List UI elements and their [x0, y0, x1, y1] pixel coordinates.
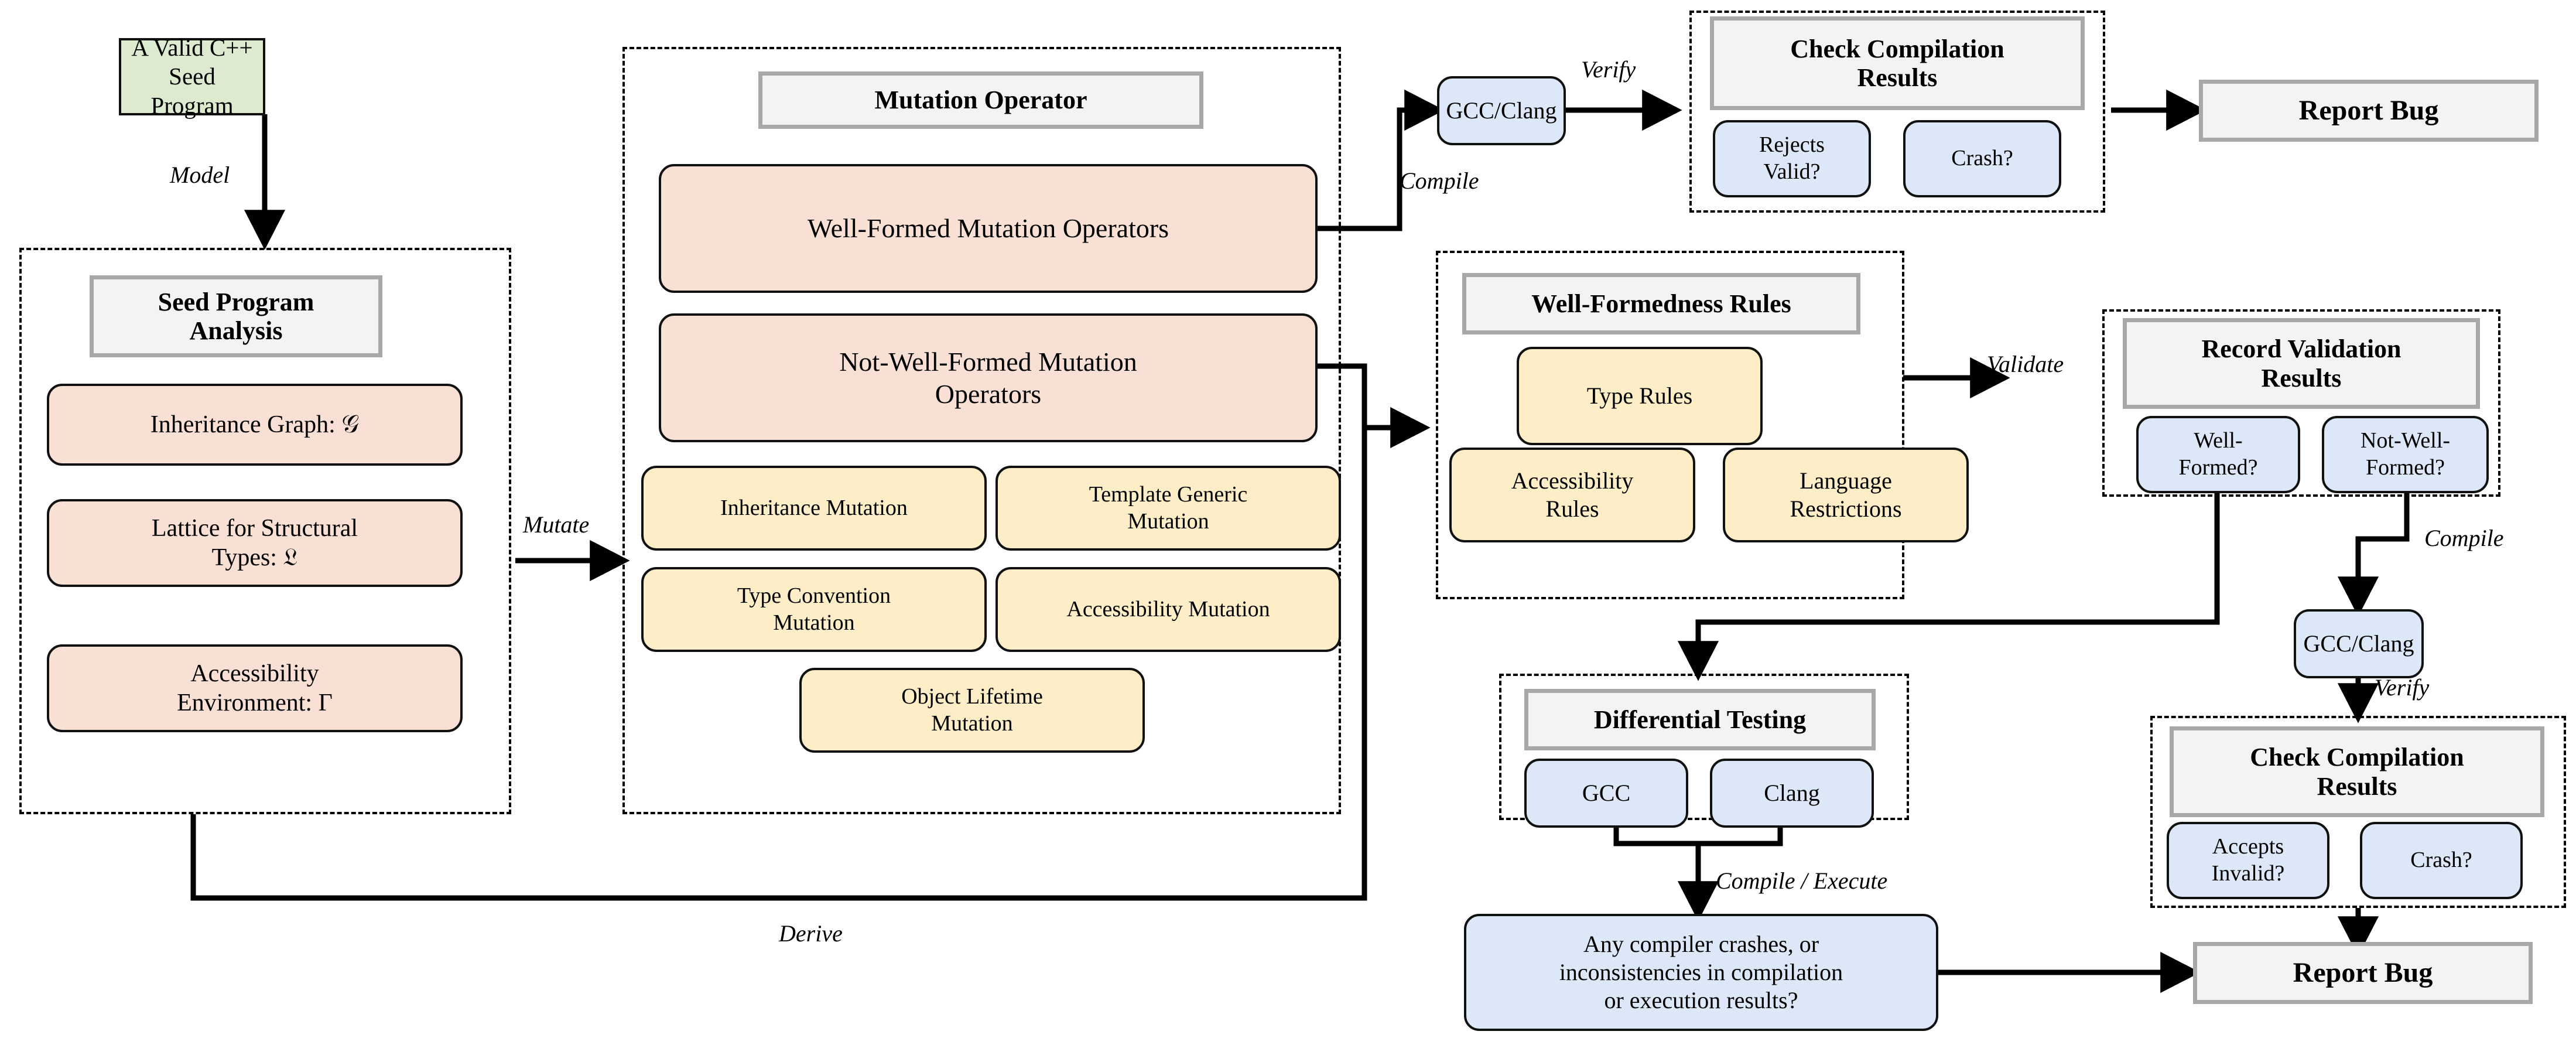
check-top-item-label: Crash? — [1951, 146, 2013, 171]
rules-item-label: Type Rules — [1586, 383, 1693, 409]
edge-label-compile-execute: Compile / Execute — [1716, 868, 1888, 894]
mutation-operator-panel — [622, 47, 1341, 814]
record-item-label: Well-Formed? — [2178, 428, 2258, 480]
well-formedness-rules-title: Well-Formedness Rules — [1531, 289, 1791, 318]
gcc-clang-bottom[interactable]: GCC/Clang — [2294, 609, 2424, 678]
difftest-item-gcc[interactable]: GCC — [1524, 759, 1688, 828]
report-bug-bottom[interactable]: Report Bug — [2193, 942, 2533, 1004]
edge-label-mutate: Mutate — [523, 511, 590, 538]
edge-label-validate: Validate — [1987, 351, 2064, 377]
check-compilation-results-bottom-panel — [2150, 716, 2566, 908]
difftest-item-label: GCC — [1582, 780, 1631, 806]
mutation-primary-label: Well-Formed Mutation Operators — [807, 213, 1169, 244]
check-top-item-crash[interactable]: Crash? — [1903, 120, 2061, 197]
seed-program-analysis-panel — [19, 248, 511, 814]
mutation-kind-inheritance[interactable]: Inheritance Mutation — [641, 466, 987, 551]
rules-item-type-rules[interactable]: Type Rules — [1517, 347, 1763, 445]
difftest-item-clang[interactable]: Clang — [1710, 759, 1874, 828]
difftest-item-label: Clang — [1764, 780, 1820, 806]
check-bottom-item-label: Crash? — [2410, 848, 2472, 873]
report-bug-top-label: Report Bug — [2298, 95, 2439, 127]
seed-program-label: A Valid C++Seed Program — [131, 34, 253, 119]
mutation-operator-header: Mutation Operator — [758, 71, 1203, 129]
report-bug-top[interactable]: Report Bug — [2199, 80, 2539, 142]
gcc-clang-bottom-label: GCC/Clang — [2303, 630, 2414, 657]
gcc-clang-top[interactable]: GCC/Clang — [1437, 76, 1566, 145]
report-bug-bottom-label: Report Bug — [2293, 957, 2433, 989]
record-validation-results-panel — [2102, 309, 2500, 497]
record-item-not-well-formed[interactable]: Not-Well-Formed? — [2322, 416, 2489, 493]
record-item-label: Not-Well-Formed? — [2360, 428, 2451, 480]
analysis-item-inheritance-graph[interactable]: Inheritance Graph: 𝒢 — [47, 384, 463, 466]
mutation-kind-accessibility[interactable]: Accessibility Mutation — [995, 567, 1341, 652]
differential-testing-panel — [1499, 674, 1909, 820]
differential-testing-title: Differential Testing — [1593, 705, 1807, 734]
gcc-clang-top-label: GCC/Clang — [1446, 97, 1557, 124]
edge-label-model: Model — [170, 162, 230, 188]
seed-program-box[interactable]: A Valid C++Seed Program — [119, 34, 265, 119]
mutation-kind-label: Accessibility Mutation — [1066, 596, 1270, 622]
well-formedness-rules-panel — [1436, 251, 1904, 599]
check-compilation-results-top-panel — [1689, 11, 2105, 213]
analysis-item-label: Inheritance Graph: 𝒢 — [150, 411, 360, 438]
mutation-operator-title: Mutation Operator — [874, 86, 1087, 115]
well-formedness-rules-header: Well-Formedness Rules — [1462, 273, 1860, 334]
record-item-well-formed[interactable]: Well-Formed? — [2136, 416, 2300, 493]
edge-compile-right — [2337, 493, 2410, 617]
edge-label-compile-top: Compile — [1400, 168, 1479, 194]
edge-label-compile-right: Compile — [2424, 525, 2504, 551]
check-bottom-item-crash[interactable]: Crash? — [2360, 822, 2523, 899]
edge-label-verify-top: Verify — [1581, 56, 1636, 83]
well-formed-mutation-operators[interactable]: Well-Formed Mutation Operators — [659, 164, 1318, 293]
mutation-kind-label: Inheritance Mutation — [720, 495, 908, 520]
differential-testing-header: Differential Testing — [1524, 689, 1876, 750]
edge-label-verify-right: Verify — [2375, 674, 2430, 701]
edge-label-derive: Derive — [779, 920, 843, 947]
